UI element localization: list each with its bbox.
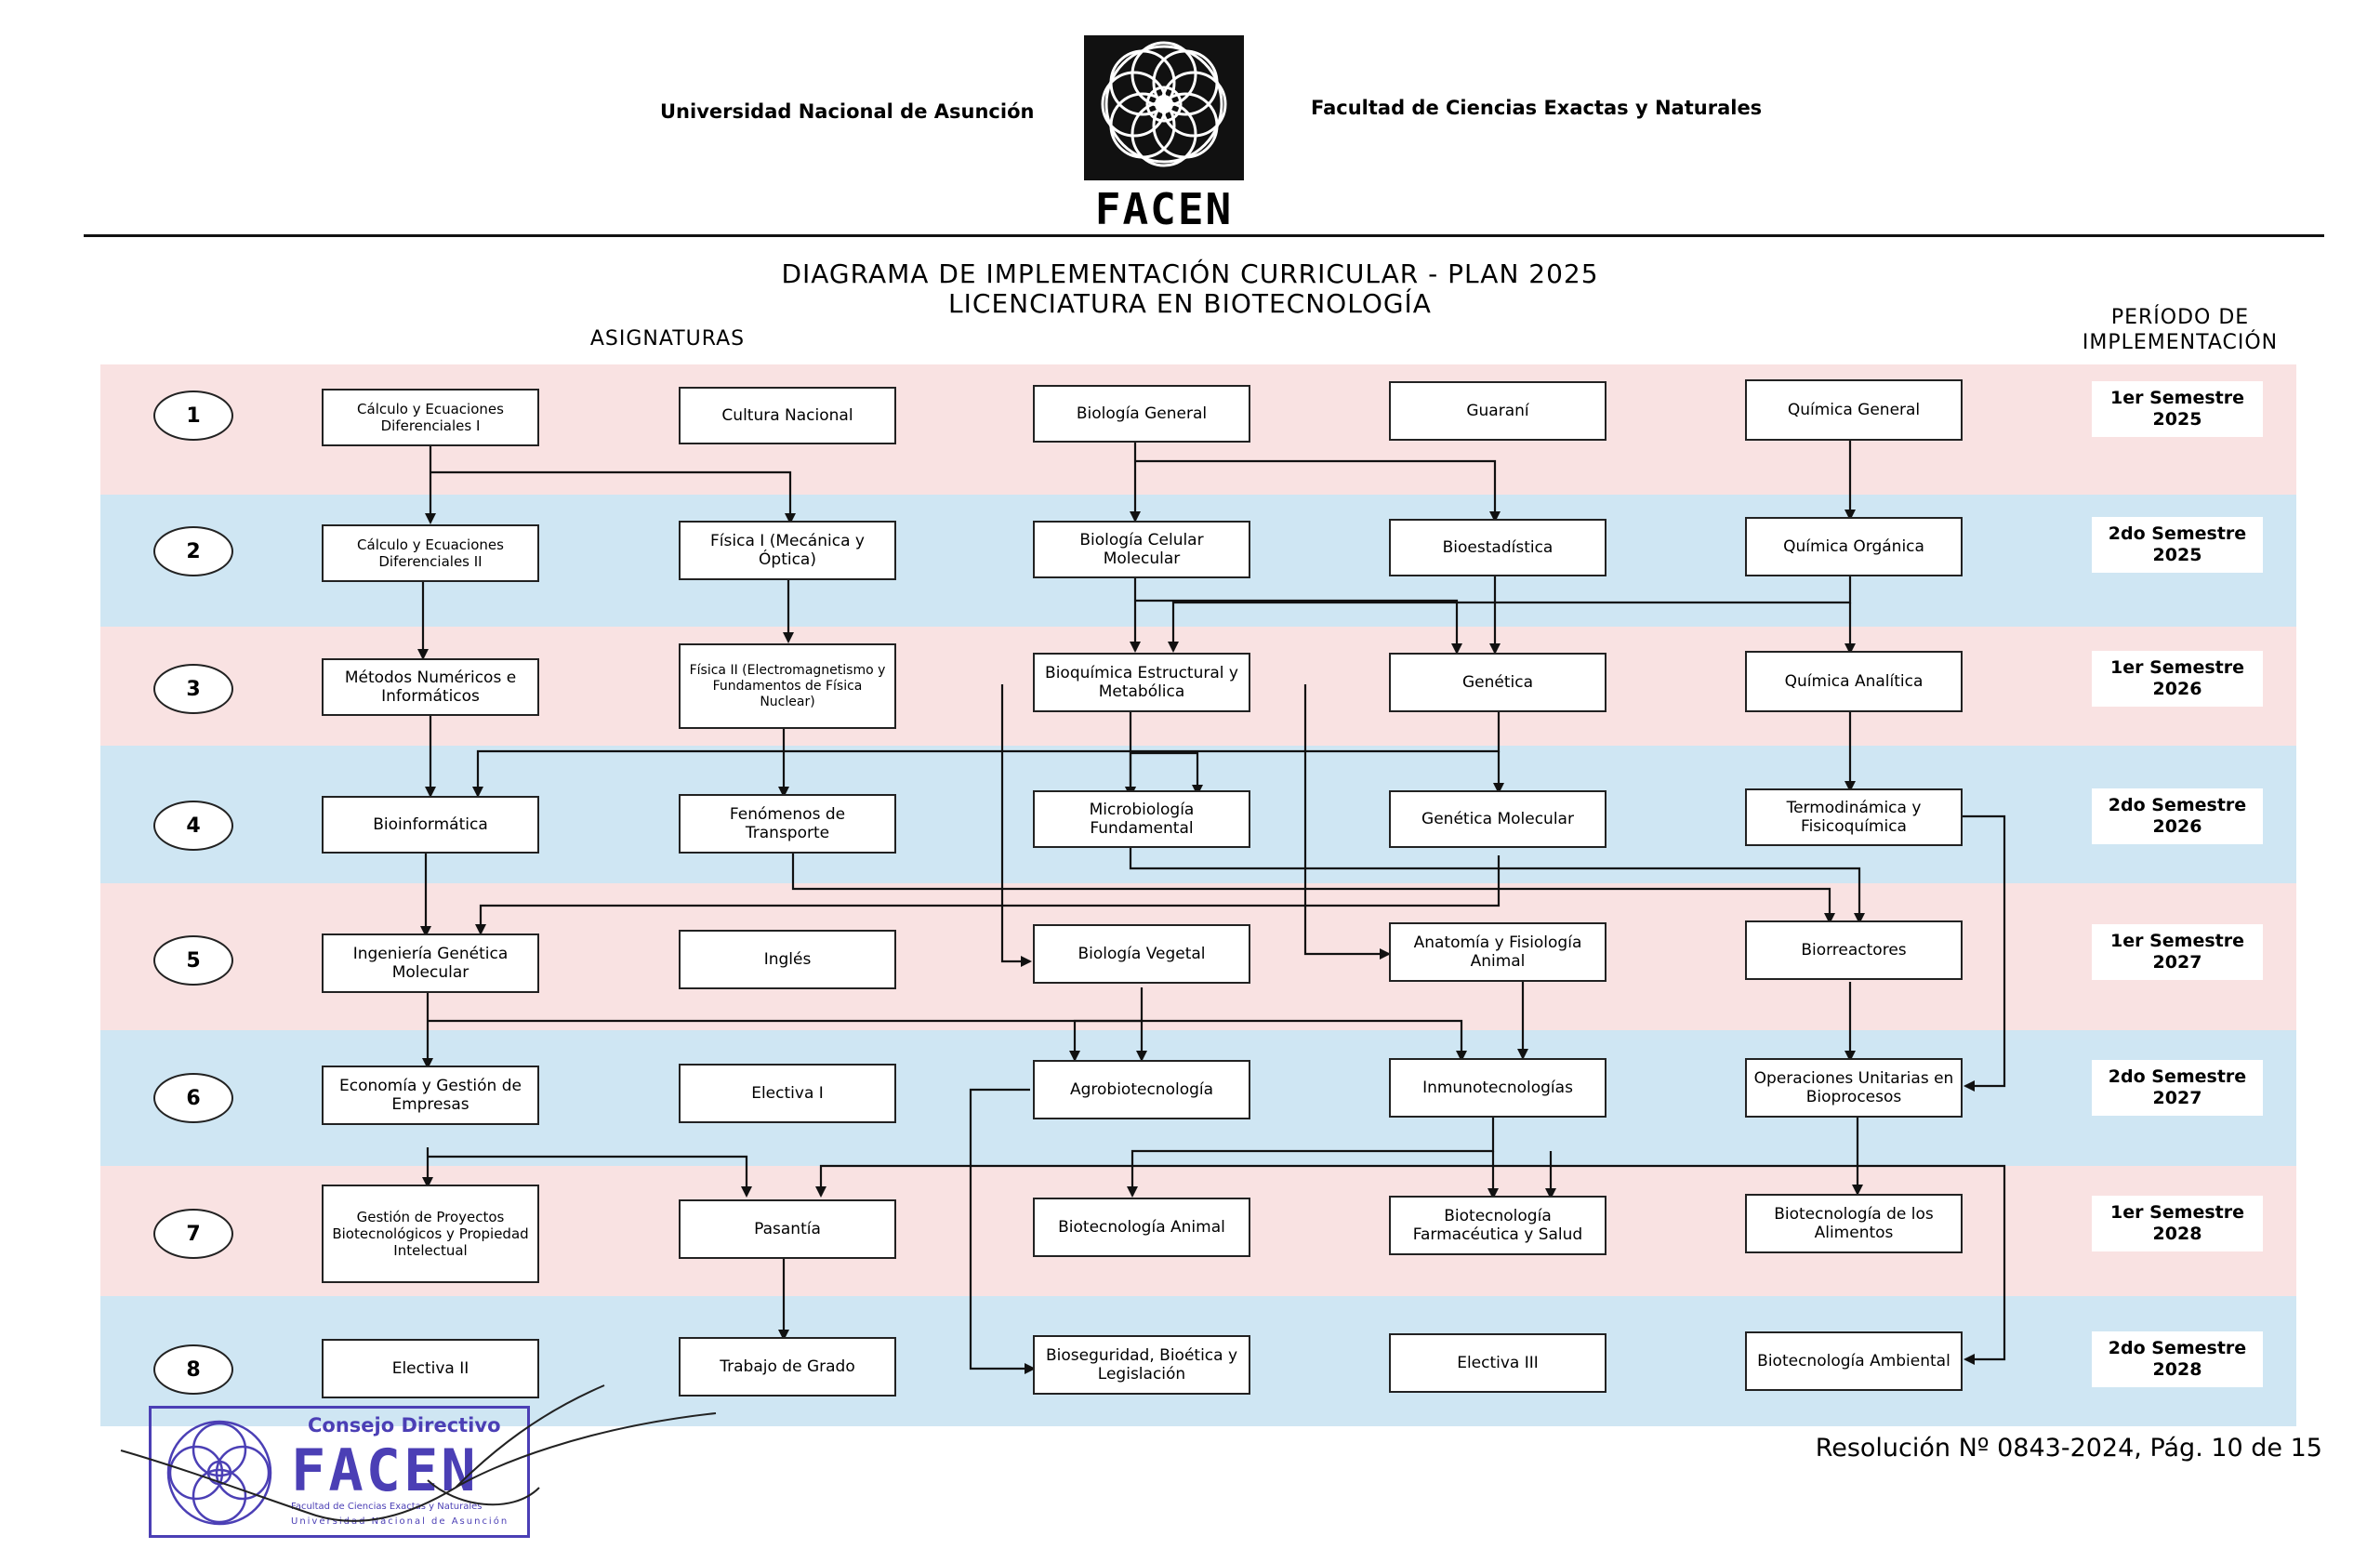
- faculty-logo-emblem: [1084, 35, 1244, 180]
- period-label: 1er Semestre 2025: [2092, 381, 2263, 437]
- subject-box: Biorreactores: [1745, 920, 1963, 980]
- period-label: 1er Semestre 2027: [2092, 924, 2263, 980]
- subject-box: Bioquímica Estructural y Metabólica: [1033, 653, 1250, 712]
- faculty-logo-text: FACEN: [1094, 184, 1234, 234]
- subject-box: Física I (Mecánica y Óptica): [679, 521, 896, 580]
- council-stamp: Consejo Directivo FACEN Facultad de Cien…: [149, 1406, 530, 1538]
- semester-number: 4: [153, 801, 233, 851]
- semester-number: 8: [153, 1344, 233, 1395]
- period-label: 2do Semestre 2025: [2092, 517, 2263, 573]
- semester-number: 7: [153, 1209, 233, 1259]
- subject-box: Electiva III: [1389, 1333, 1606, 1393]
- subject-box: Física II (Electromagnetismo y Fundament…: [679, 643, 896, 729]
- semester-number: 5: [153, 935, 233, 986]
- subject-box: Bioseguridad, Bioética y Legislación: [1033, 1335, 1250, 1395]
- diagram-title: DIAGRAMA DE IMPLEMENTACIÓN CURRICULAR - …: [781, 258, 1599, 289]
- subject-box: Bioinformática: [322, 796, 539, 854]
- subject-box: Biotecnología Ambiental: [1745, 1331, 1963, 1391]
- subject-box: Biotecnología Farmacéutica y Salud: [1389, 1196, 1606, 1255]
- subject-box: Economía y Gestión de Empresas: [322, 1066, 539, 1125]
- subject-box: Guaraní: [1389, 381, 1606, 441]
- subject-box: Biología Celular Molecular: [1033, 521, 1250, 578]
- stamp-title: Consejo Directivo: [308, 1414, 501, 1436]
- diagram-subtitle: LICENCIATURA EN BIOTECNOLOGÍA: [948, 288, 1432, 319]
- subject-box: Inglés: [679, 930, 896, 989]
- university-name: Universidad Nacional de Asunción: [660, 100, 1035, 123]
- subject-box: Anatomía y Fisiología Animal: [1389, 922, 1606, 982]
- semester-number: 1: [153, 391, 233, 441]
- header-divider: [84, 234, 2324, 237]
- subject-box: Operaciones Unitarias en Bioprocesos: [1745, 1058, 1963, 1118]
- period-label: 2do Semestre 2027: [2092, 1060, 2263, 1116]
- subject-box: Biología General: [1033, 385, 1250, 443]
- period-label: 1er Semestre 2028: [2092, 1196, 2263, 1251]
- semester-number: 6: [153, 1073, 233, 1123]
- subject-box: Química Orgánica: [1745, 517, 1963, 576]
- stamp-emblem-icon: [166, 1420, 272, 1526]
- faculty-name: Facultad de Ciencias Exactas y Naturales: [1311, 97, 1763, 119]
- stamp-faculty: Facultad de Ciencias Exactas y Naturales: [291, 1502, 483, 1512]
- subject-box: Microbiología Fundamental: [1033, 790, 1250, 848]
- subject-box: Biotecnología Animal: [1033, 1198, 1250, 1257]
- handwritten-signature: [120, 1384, 717, 1522]
- subject-box: Ingeniería Genética Molecular: [322, 933, 539, 993]
- subjects-column-header: ASIGNATURAS: [589, 327, 746, 351]
- subject-box: Cultura Nacional: [679, 387, 896, 444]
- subject-box: Bioestadística: [1389, 519, 1606, 576]
- subject-box: Pasantía: [679, 1199, 896, 1259]
- subject-box: Métodos Numéricos e Informáticos: [322, 658, 539, 716]
- semester-number: 3: [153, 664, 233, 714]
- subject-box: Termodinámica y Fisicoquímica: [1745, 788, 1963, 846]
- subject-box: Trabajo de Grado: [679, 1337, 896, 1397]
- subject-box: Química General: [1745, 379, 1963, 441]
- period-label: 2do Semestre 2028: [2092, 1331, 2263, 1387]
- subject-box: Gestión de Proyectos Biotecnológicos y P…: [322, 1185, 539, 1283]
- semester-number: 2: [153, 526, 233, 576]
- subject-box: Cálculo y Ecuaciones Diferenciales II: [322, 524, 539, 582]
- subject-box: Biotecnología de los Alimentos: [1745, 1194, 1963, 1253]
- period-label: 1er Semestre 2026: [2092, 651, 2263, 707]
- subject-box: Agrobiotecnología: [1033, 1060, 1250, 1119]
- period-column-header: PERÍODO DE IMPLEMENTACIÓN: [2082, 306, 2279, 354]
- subject-box: Electiva II: [322, 1339, 539, 1398]
- subject-box: Fenómenos de Transporte: [679, 794, 896, 854]
- subject-box: Genética Molecular: [1389, 790, 1606, 848]
- subject-box: Biología Vegetal: [1033, 924, 1250, 984]
- subject-box: Química Analítica: [1745, 651, 1963, 712]
- period-label: 2do Semestre 2026: [2092, 788, 2263, 844]
- subject-box: Inmunotecnologías: [1389, 1058, 1606, 1118]
- subject-box: Genética: [1389, 653, 1606, 712]
- subject-box: Electiva I: [679, 1064, 896, 1123]
- subject-box: Cálculo y Ecuaciones Diferenciales I: [322, 389, 539, 446]
- resolution-reference: Resolución Nº 0843-2024, Pág. 10 de 15: [1815, 1434, 2322, 1463]
- stamp-university: Universidad Nacional de Asunción: [291, 1516, 509, 1527]
